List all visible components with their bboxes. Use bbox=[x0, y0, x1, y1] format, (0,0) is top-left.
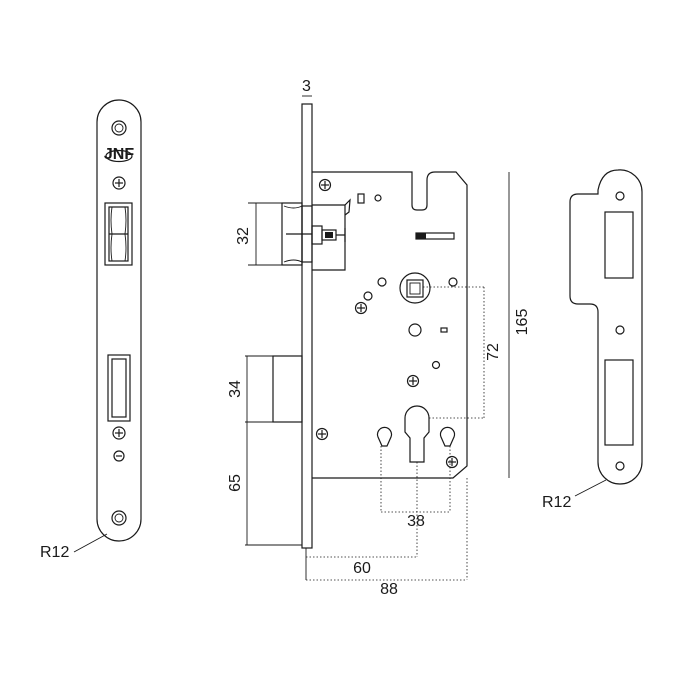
dimension-cylinder-spacing: 72 bbox=[423, 286, 502, 419]
dimension-label: 65 bbox=[227, 474, 244, 492]
dimension-cylinder-width: 38 bbox=[380, 446, 451, 530]
faceplate-outline bbox=[96, 99, 142, 542]
faceplate-top-screw-hole bbox=[111, 120, 127, 136]
faceplate-radius-label: R12 bbox=[40, 544, 69, 561]
follower-hub bbox=[399, 272, 431, 304]
faceplate-edge bbox=[301, 103, 313, 549]
faceplate-front-view: JNF R12 bbox=[40, 99, 142, 561]
latch-bolt bbox=[281, 198, 351, 271]
svg-text:JNF: JNF bbox=[104, 146, 134, 163]
dimension-label: 34 bbox=[227, 380, 244, 398]
strike-middle-screw-hole bbox=[615, 325, 625, 335]
faceplate-bottom-screw-hole bbox=[111, 510, 127, 526]
dimension-label: 32 bbox=[235, 227, 252, 245]
strike-bolt-opening bbox=[604, 359, 634, 446]
dimension-label: 165 bbox=[514, 309, 531, 336]
euro-cylinder-hole bbox=[404, 405, 430, 463]
keyhole-slot-right bbox=[439, 426, 456, 447]
phillips-screw-icon bbox=[445, 455, 459, 469]
rivet bbox=[448, 277, 458, 287]
tumbler-slot bbox=[357, 193, 365, 204]
dimension-bolt-offset: 65 bbox=[227, 422, 302, 546]
strike-radius-label: R12 bbox=[542, 494, 571, 511]
dimension-bolt-height: 34 bbox=[227, 355, 302, 423]
strike-latch-opening bbox=[604, 211, 634, 279]
phillips-screw-icon bbox=[318, 178, 332, 192]
strike-plate-outline bbox=[569, 169, 643, 485]
strike-radius-leader bbox=[574, 479, 607, 497]
deadbolt-opening bbox=[107, 354, 131, 422]
strike-top-screw-hole bbox=[615, 191, 625, 201]
dimension-label: 88 bbox=[380, 581, 398, 598]
lock-body-side-view: 3 32 34 65 72 165 bbox=[227, 78, 531, 598]
dimension-backset: 60 bbox=[305, 462, 418, 580]
phillips-screw-icon bbox=[406, 374, 420, 388]
rivet bbox=[363, 291, 373, 301]
phillips-screw-icon bbox=[112, 426, 126, 440]
small-slot bbox=[440, 327, 448, 333]
dimension-case-depth: 88 bbox=[306, 478, 468, 598]
phillips-screw-icon bbox=[315, 427, 329, 441]
rivet bbox=[431, 360, 441, 370]
phillips-screw-icon bbox=[354, 301, 368, 315]
keyhole-slot-left bbox=[376, 426, 393, 447]
strike-bottom-screw-hole bbox=[615, 461, 625, 471]
phillips-screw-icon bbox=[112, 176, 126, 190]
faceplate-radius-leader bbox=[73, 533, 108, 553]
deadbolt bbox=[272, 355, 303, 423]
lock-case-outline bbox=[312, 171, 468, 479]
rivet bbox=[377, 277, 387, 287]
brand-logo: JNF bbox=[104, 146, 134, 163]
spring-bar bbox=[415, 232, 455, 240]
dimension-label: 3 bbox=[302, 78, 311, 95]
dimension-label: 60 bbox=[353, 560, 371, 577]
dimension-faceplate-thickness: 3 bbox=[302, 78, 312, 97]
small-rivet bbox=[374, 194, 382, 202]
faceplate-small-screw bbox=[113, 450, 125, 462]
dimension-overall-height: 165 bbox=[508, 172, 531, 478]
dimension-latch-height: 32 bbox=[235, 202, 282, 266]
dimension-label: 72 bbox=[485, 343, 502, 361]
dimension-label: 38 bbox=[407, 513, 425, 530]
latch-opening bbox=[104, 202, 133, 266]
rivet bbox=[408, 323, 422, 337]
strike-plate-view: R12 bbox=[542, 169, 643, 511]
